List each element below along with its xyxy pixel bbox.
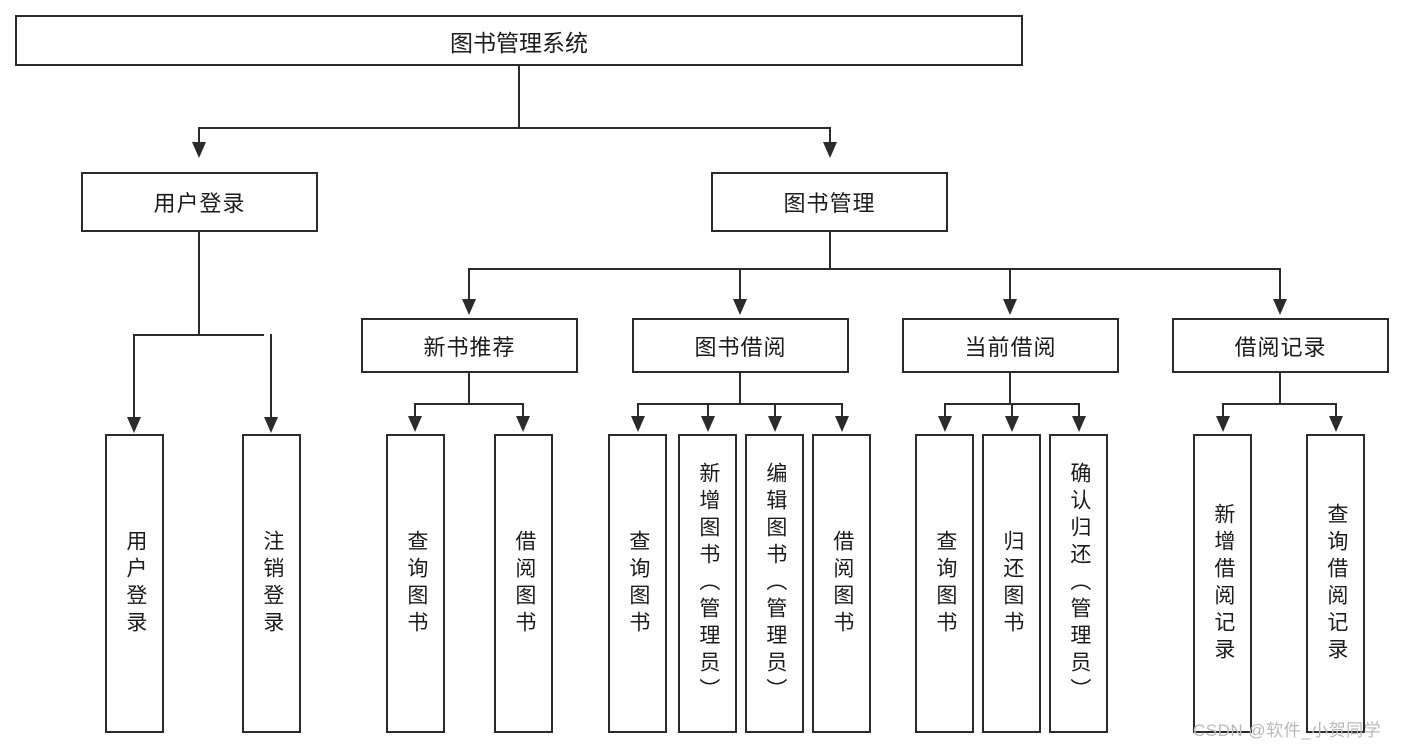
leaf-user-login[interactable]: 用户登录 <box>105 434 164 733</box>
leaf-cb-confirm-return-admin[interactable]: 确认归还（管理员） <box>1049 434 1108 733</box>
connector-bb-drop-4 <box>841 403 843 417</box>
leaf-label: 查询图书 <box>933 529 957 638</box>
leaf-logout[interactable]: 注销登录 <box>242 434 301 733</box>
node-label: 图书管理 <box>783 191 876 216</box>
arrow-to-cb-leaf-2 <box>1005 416 1019 432</box>
node-book-borrow[interactable]: 图书借阅 <box>632 318 849 373</box>
connector-book-management-bus <box>468 268 1280 270</box>
node-label: 图书管理系统 <box>450 29 588 56</box>
arrow-to-cb-leaf-3 <box>1072 416 1086 432</box>
leaf-label: 查询借阅记录 <box>1324 502 1348 665</box>
connector-bb-drop-3 <box>774 403 776 417</box>
leaf-label: 查询图书 <box>626 529 650 638</box>
arrow-to-nbr-leaf-2 <box>516 416 530 432</box>
connector-user-login-drop-2 <box>270 334 272 418</box>
arrow-to-borrow-record <box>1273 299 1287 315</box>
leaf-bb-borrow-book[interactable]: 借阅图书 <box>812 434 871 733</box>
watermark: CSDN @软件_小贺同学 <box>1193 721 1382 740</box>
connector-user-login-drop-1 <box>133 334 135 418</box>
arrow-to-nbr-leaf-1 <box>408 416 422 432</box>
leaf-label: 借阅图书 <box>512 529 536 638</box>
arrow-to-br-leaf-2 <box>1329 416 1343 432</box>
leaf-label: 查询图书 <box>404 529 428 638</box>
connector-cb-stem <box>1009 373 1011 404</box>
node-label: 图书借阅 <box>694 334 787 360</box>
node-book-management-system[interactable]: 图书管理系统 <box>15 15 1023 66</box>
connector-nbr-stem <box>468 373 470 404</box>
leaf-label: 归还图书 <box>1000 529 1024 638</box>
node-new-book-recommend[interactable]: 新书推荐 <box>361 318 578 373</box>
connector-bm-drop-4 <box>1279 268 1281 300</box>
leaf-cb-query-book[interactable]: 查询图书 <box>915 434 974 733</box>
connector-bb-bus <box>637 403 842 405</box>
arrow-to-leaf-logout <box>264 417 278 433</box>
connector-bb-drop-1 <box>637 403 639 417</box>
connector-br-drop-2 <box>1335 403 1337 417</box>
node-label: 新书推荐 <box>423 334 516 360</box>
arrow-to-user-login <box>192 142 206 158</box>
arrow-to-br-leaf-1 <box>1216 416 1230 432</box>
connector-br-drop-1 <box>1222 403 1224 417</box>
leaf-label: 新增借阅记录 <box>1211 502 1235 665</box>
connector-br-stem <box>1279 373 1281 404</box>
leaf-label: 借阅图书 <box>830 529 854 638</box>
leaf-br-add-record[interactable]: 新增借阅记录 <box>1193 434 1252 733</box>
connector-cb-drop-1 <box>944 403 946 417</box>
arrow-to-current-borrow <box>1003 299 1017 315</box>
connector-nbr-bus <box>414 403 524 405</box>
connector-bm-drop-1 <box>468 268 470 300</box>
connector-br-bus <box>1222 403 1337 405</box>
leaf-label: 用户登录 <box>123 529 147 638</box>
connector-bb-drop-2 <box>707 403 709 417</box>
node-user-login[interactable]: 用户登录 <box>81 172 318 232</box>
leaf-nbr-query-book[interactable]: 查询图书 <box>386 434 445 733</box>
connector-bm-drop-3 <box>1009 268 1011 300</box>
leaf-bb-add-book-admin[interactable]: 新增图书（管理员） <box>678 434 737 733</box>
connector-root-bus <box>198 127 830 129</box>
arrow-to-cb-leaf-1 <box>938 416 952 432</box>
leaf-label: 注销登录 <box>260 529 284 638</box>
connector-cb-drop-2 <box>1011 403 1013 417</box>
arrow-to-book-borrow <box>733 299 747 315</box>
leaf-bb-query-book[interactable]: 查询图书 <box>608 434 667 733</box>
connector-root-drop-left <box>198 127 200 143</box>
leaf-label: 新增图书（管理员） <box>696 462 720 705</box>
arrow-to-book-management <box>823 142 837 158</box>
leaf-br-query-record[interactable]: 查询借阅记录 <box>1306 434 1365 733</box>
arrow-to-bb-leaf-1 <box>631 416 645 432</box>
connector-root-stem <box>518 66 520 128</box>
arrow-to-new-book-recommend <box>462 299 476 315</box>
leaf-cb-return-book[interactable]: 归还图书 <box>982 434 1041 733</box>
connector-bb-stem <box>739 373 741 404</box>
arrow-to-bb-leaf-2 <box>701 416 715 432</box>
connector-bm-drop-2 <box>739 268 741 300</box>
leaf-nbr-borrow-book[interactable]: 借阅图书 <box>494 434 553 733</box>
node-label: 借阅记录 <box>1234 334 1327 360</box>
node-label: 当前借阅 <box>964 334 1057 360</box>
arrow-to-leaf-user-login <box>127 417 141 433</box>
connector-cb-drop-3 <box>1078 403 1080 417</box>
leaf-label: 编辑图书（管理员） <box>763 462 787 705</box>
connector-root-drop-right <box>829 127 831 143</box>
connector-user-login-bus <box>133 334 264 336</box>
leaf-label: 确认归还（管理员） <box>1067 462 1091 705</box>
connector-nbr-drop-2 <box>522 403 524 417</box>
node-book-management[interactable]: 图书管理 <box>711 172 948 232</box>
arrow-to-bb-leaf-3 <box>768 416 782 432</box>
arrow-to-bb-leaf-4 <box>835 416 849 432</box>
connector-book-management-stem <box>829 232 831 269</box>
node-current-borrow[interactable]: 当前借阅 <box>902 318 1119 373</box>
connector-user-login-stem <box>198 232 200 335</box>
connector-nbr-drop-1 <box>414 403 416 417</box>
node-label: 用户登录 <box>153 191 246 216</box>
leaf-bb-edit-book-admin[interactable]: 编辑图书（管理员） <box>745 434 804 733</box>
node-borrow-record[interactable]: 借阅记录 <box>1172 318 1389 373</box>
